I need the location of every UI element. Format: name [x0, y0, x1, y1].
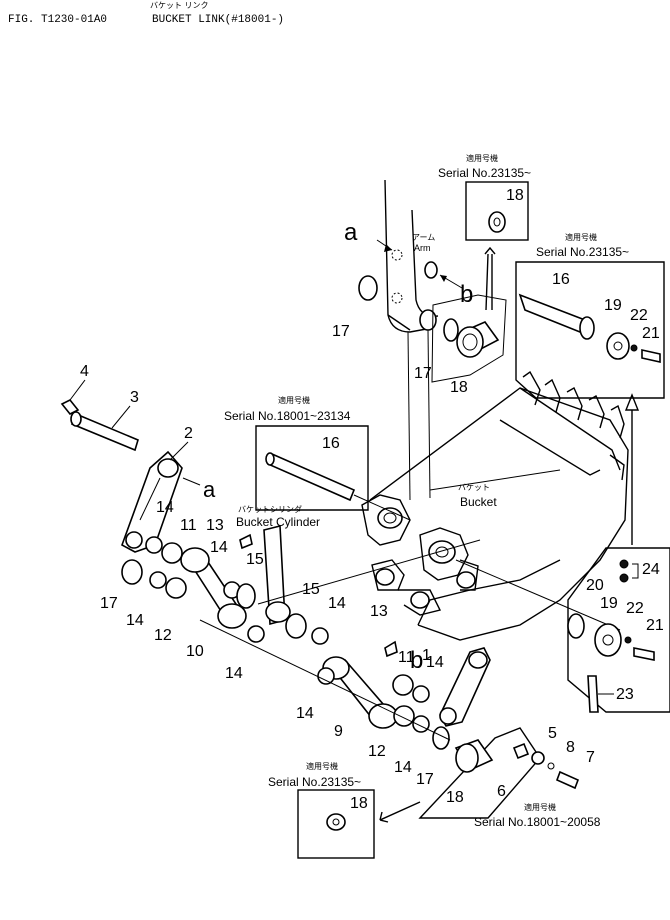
callout-6: 6: [497, 783, 506, 800]
callout-15b: 15: [302, 581, 320, 598]
callout-19b: 19: [600, 595, 618, 612]
callout-16b: 16: [322, 435, 340, 452]
callout-2: 2: [184, 425, 193, 442]
callout-9: 9: [334, 723, 343, 740]
callout-18c: 18: [506, 187, 524, 204]
serial-left: Serial No.18001~23134: [224, 409, 351, 423]
callout-14e: 14: [328, 595, 346, 612]
callout-16a: 16: [552, 271, 570, 288]
serial-left-jp: 適用号機: [278, 395, 310, 405]
arm-label: Arm: [414, 243, 431, 253]
callout-20: 20: [586, 577, 604, 594]
callout-14h: 14: [394, 759, 412, 776]
serial-bottom-left-jp: 適用号機: [306, 761, 338, 771]
figure-number: FIG. T1230-01A0: [8, 14, 107, 26]
callout-17c: 17: [332, 323, 350, 340]
ref-a-top: a: [344, 219, 358, 246]
callout-11a: 11: [180, 517, 197, 534]
serial-bottom-right: Serial No.18001~20058: [474, 815, 601, 829]
serial-box-right: [515, 261, 665, 399]
serial-top: Serial No.23135~: [438, 166, 531, 180]
callouts: 4 3 2 14 11 13 14 15 17 14 12 10 14 15 1…: [69, 187, 664, 812]
callout-24: 24: [642, 561, 660, 578]
callout-17d: 17: [414, 365, 432, 382]
callout-14d: 14: [225, 665, 243, 682]
callout-22b: 22: [626, 600, 644, 617]
link-2: [121, 450, 183, 553]
ref-b-bottom: b: [410, 647, 423, 674]
callout-18b: 18: [450, 379, 468, 396]
callout-14f: 14: [426, 654, 444, 671]
callout-7: 7: [586, 749, 595, 766]
callout-8: 8: [566, 739, 575, 756]
callout-22a: 22: [630, 307, 648, 324]
callout-14c: 14: [126, 612, 144, 629]
title-japanese: バケット リンク: [150, 1, 209, 10]
serial-right: Serial No.23135~: [536, 245, 629, 259]
callout-3: 3: [130, 389, 139, 406]
serial-right-jp: 適用号機: [565, 232, 597, 242]
link-1: [439, 647, 491, 727]
callout-14g: 14: [296, 705, 314, 722]
callout-17a: 17: [100, 595, 118, 612]
bucket-label: Bucket: [460, 495, 497, 509]
callout-14b: 14: [210, 539, 228, 556]
bushing-upper: [358, 275, 507, 383]
callout-18a: 18: [446, 789, 464, 806]
serial-box-bottom-left: [297, 789, 421, 859]
serial-bottom-right-jp: 適用号機: [524, 802, 556, 812]
arm-label-jp: アーム: [412, 233, 435, 242]
callout-15a: 15: [246, 551, 264, 568]
callout-13a: 13: [206, 517, 224, 534]
callout-21b: 21: [646, 617, 664, 634]
pin-assy-left: [60, 398, 139, 452]
callout-17b: 17: [416, 771, 434, 788]
cylinder-label: Bucket Cylinder: [236, 515, 320, 529]
callout-12b: 12: [368, 743, 386, 760]
callout-21a: 21: [642, 325, 660, 342]
serial-top-jp: 適用号機: [466, 153, 498, 163]
callout-10: 10: [186, 643, 204, 660]
callout-18d: 18: [350, 795, 368, 812]
callout-13b: 13: [370, 603, 388, 620]
serial-box-left: [255, 425, 369, 511]
ref-a-left: a: [203, 477, 216, 502]
serial-box-bottom-right: [418, 727, 580, 819]
arm-assembly: [376, 179, 463, 333]
callout-4: 4: [80, 363, 89, 380]
callout-11b: 11: [398, 649, 415, 666]
callout-5: 5: [548, 725, 557, 742]
figure-title: BUCKET LINK(#18001-): [152, 14, 284, 26]
bucket-cylinder: [263, 524, 291, 626]
callout-12a: 12: [154, 627, 172, 644]
callout-23: 23: [616, 686, 634, 703]
ref-b-top: b: [460, 281, 473, 308]
callout-14a: 14: [156, 499, 174, 516]
right-pin-group: [567, 547, 670, 713]
callout-1: 1: [422, 647, 431, 664]
link-10: [180, 547, 247, 629]
callout-19a: 19: [604, 297, 622, 314]
cylinder-label-jp: バケットシリンダ: [238, 504, 302, 514]
link-9: [322, 656, 398, 729]
serial-bottom-left: Serial No.23135~: [268, 775, 361, 789]
serial-box-top: [465, 181, 529, 311]
bucket-label-jp: バケット: [458, 483, 490, 492]
